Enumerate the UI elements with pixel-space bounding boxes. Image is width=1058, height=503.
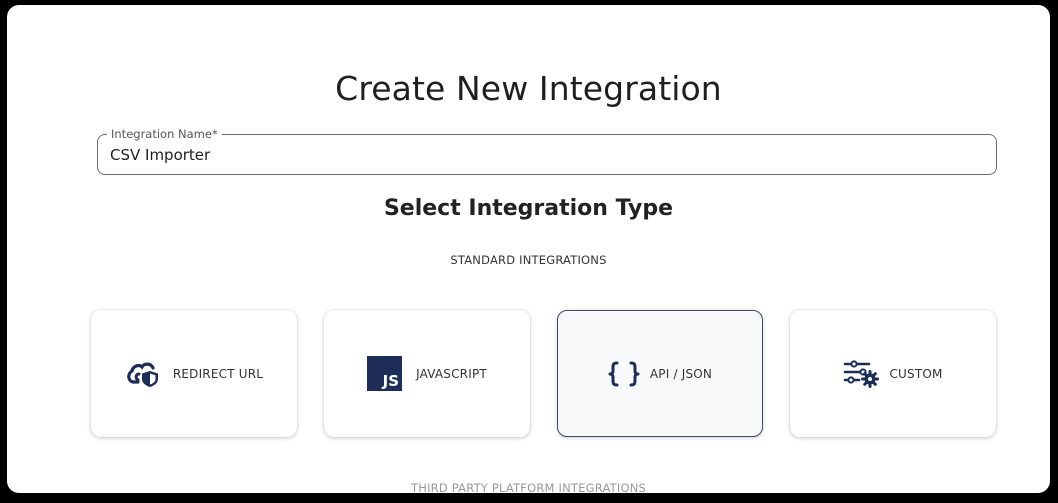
section-title: Select Integration Type: [383, 196, 674, 221]
integration-name-field[interactable]: Integration Name*: [97, 127, 997, 175]
card-javascript[interactable]: JS JAVASCRIPT: [324, 310, 530, 437]
group-label-standard: STANDARD INTEGRATIONS: [450, 253, 607, 267]
group-label-third-party: THIRD PARTY PLATFORM INTEGRATIONS: [411, 481, 646, 493]
card-label: CUSTOM: [889, 366, 943, 381]
card-label: API / JSON: [649, 366, 713, 381]
page-title: Create New Integration: [335, 69, 722, 108]
integration-type-cards: REDIRECT URL JS JAVASCRIPT API / JSON: [91, 310, 1001, 437]
card-custom[interactable]: CUSTOM: [790, 310, 996, 437]
sliders-gear-icon: [843, 359, 880, 388]
js-icon: JS: [367, 356, 403, 391]
card-api-json[interactable]: API / JSON: [557, 310, 763, 437]
curly-braces-icon: [608, 361, 640, 387]
card-label: REDIRECT URL: [172, 366, 264, 381]
card-label: JAVASCRIPT: [416, 366, 487, 381]
cloud-shield-icon: [125, 360, 163, 388]
integration-name-label: Integration Name*: [107, 127, 222, 141]
card-redirect-url[interactable]: REDIRECT URL: [91, 310, 297, 437]
create-integration-panel: Create New Integration Integration Name*…: [7, 5, 1050, 493]
integration-name-input[interactable]: [110, 143, 970, 167]
